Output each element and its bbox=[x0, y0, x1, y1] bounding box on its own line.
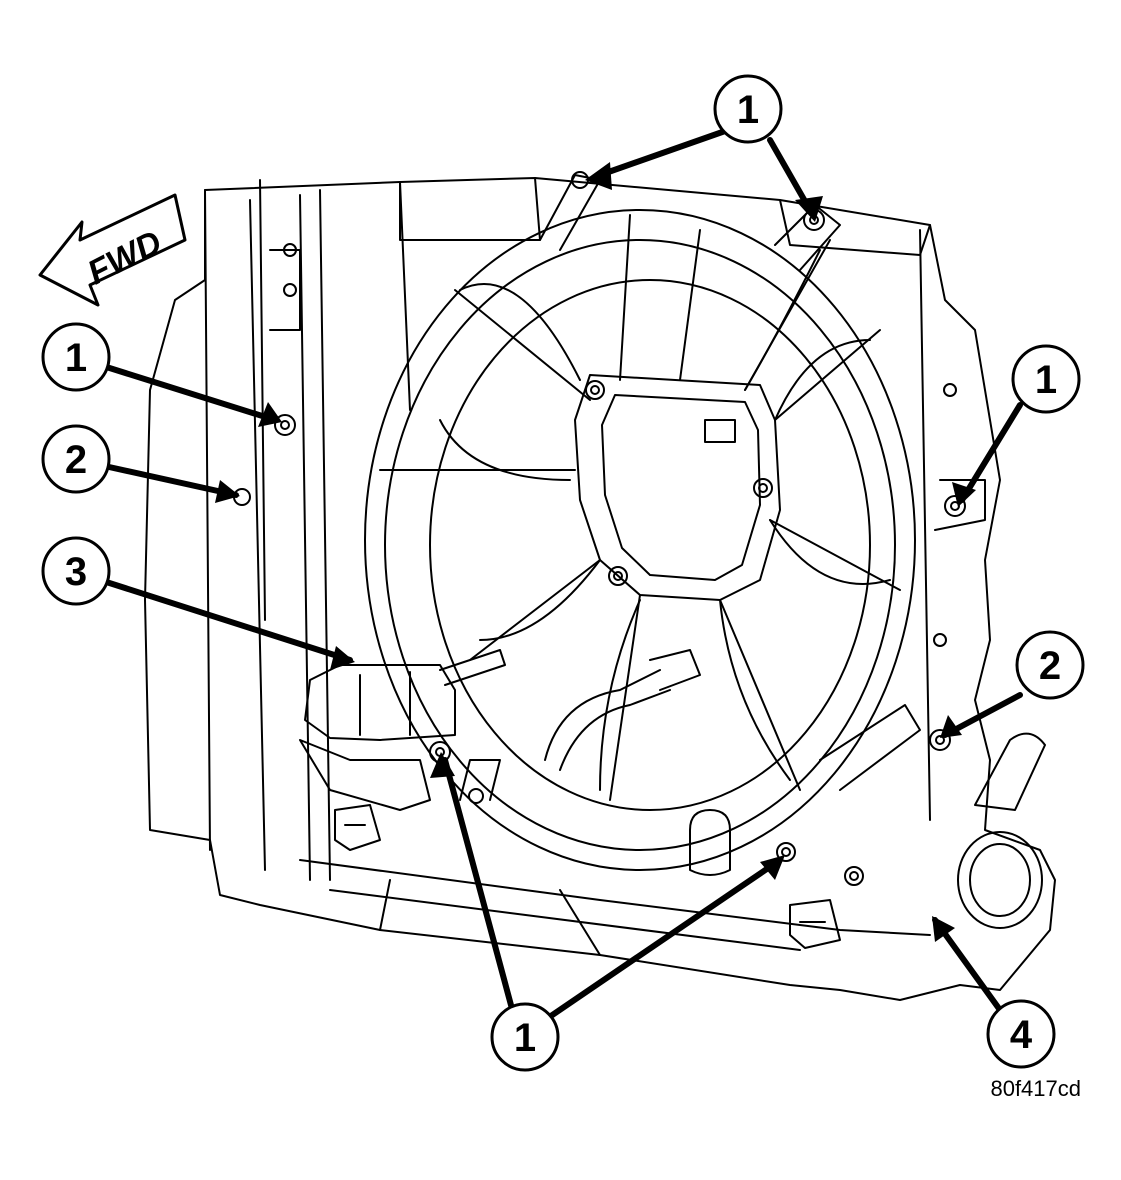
upper-right-hose-neck bbox=[974, 732, 1046, 811]
fwd-arrow-shape bbox=[38, 193, 187, 307]
fan-spokes bbox=[379, 214, 901, 801]
callout-number-left-1: 1 bbox=[65, 336, 87, 380]
fan-shroud-ring-outer bbox=[364, 209, 916, 871]
radiator-core bbox=[249, 181, 931, 881]
motor-connector-tab bbox=[704, 419, 736, 443]
radiator-top-tank bbox=[399, 177, 931, 256]
shroud-struts bbox=[459, 174, 986, 801]
callout-number-top: 1 bbox=[737, 88, 759, 132]
radiator-bottom-tank bbox=[299, 859, 931, 956]
callout-number-right-1: 1 bbox=[1035, 358, 1057, 402]
fan-motor-face bbox=[601, 394, 761, 581]
figure-reference-code: 80f417cd bbox=[990, 1076, 1081, 1101]
fan-shroud-ring-inner bbox=[384, 239, 896, 851]
fan-motor-housing bbox=[574, 374, 781, 601]
fan-electrical-connector bbox=[304, 649, 506, 741]
callout-number-left-2: 2 bbox=[65, 438, 87, 482]
callout-number-left-3: 3 bbox=[65, 550, 87, 594]
callout-circles bbox=[41, 74, 1085, 1072]
drain-cylinder bbox=[689, 809, 731, 876]
callout-number-bottom-1: 1 bbox=[514, 1016, 536, 1060]
radiator-outlet-tube-inner bbox=[969, 843, 1031, 917]
leader-arrowheads bbox=[215, 162, 976, 942]
connector-bracket bbox=[299, 739, 431, 811]
fan-blade-sweep bbox=[429, 279, 871, 811]
lower-isolator-right bbox=[789, 899, 841, 949]
coolant-tube bbox=[544, 649, 701, 771]
callout-number-right-2: 2 bbox=[1039, 644, 1061, 688]
radiator-outlet-tube bbox=[957, 831, 1043, 929]
radiator-housing bbox=[144, 177, 1056, 1001]
leader-lines bbox=[97, 127, 1023, 1023]
callout-number-bottom-4: 4 bbox=[1010, 1013, 1033, 1057]
lower-isolator-left bbox=[334, 804, 381, 851]
